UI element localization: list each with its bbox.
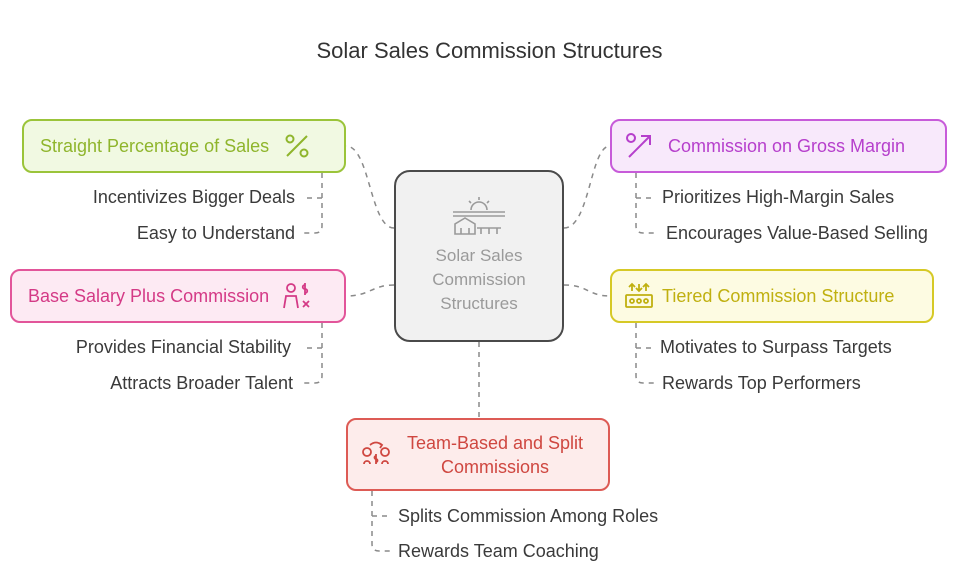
link-base	[345, 284, 395, 297]
tier-levels-icon	[624, 281, 654, 311]
person-money-icon	[281, 281, 313, 311]
link-gross	[563, 145, 611, 229]
sub-item: Attracts Broader Talent	[110, 373, 293, 393]
sub-item: Prioritizes High-Margin Sales	[662, 187, 895, 207]
solar-house-icon	[451, 196, 507, 244]
sub-item: Rewards Team Coaching	[398, 541, 599, 561]
link-tiered	[563, 284, 611, 297]
node-label: Team-Based and Split Commissions	[406, 432, 584, 477]
link-straight	[345, 145, 395, 229]
team-split-icon	[360, 440, 392, 470]
node-label: Commission on Gross Margin	[668, 135, 906, 156]
node-team-based: Team-Based and Split Commissions	[346, 418, 610, 491]
sub-item: Splits Commission Among Roles	[398, 506, 659, 526]
node-base-salary: Base Salary Plus Commission	[10, 269, 346, 323]
sub-item: Incentivizes Bigger Deals	[92, 187, 295, 207]
node-label: Straight Percentage of Sales	[40, 135, 270, 156]
node-label: Base Salary Plus Commission	[28, 285, 270, 306]
center-node: Solar Sales Commission Structures	[394, 170, 564, 342]
diagram-title: Solar Sales Commission Structures	[316, 38, 663, 63]
sub-item: Rewards Top Performers	[662, 373, 861, 393]
node-straight-percentage: Straight Percentage of Sales	[22, 119, 346, 173]
node-label: Tiered Commission Structure	[662, 285, 895, 306]
sub-item: Motivates to Surpass Targets	[660, 337, 892, 357]
center-label: Solar Sales Commission Structures	[432, 246, 526, 313]
percent-icon	[283, 132, 311, 160]
node-gross-margin: Commission on Gross Margin	[610, 119, 947, 173]
growth-arrow-icon	[624, 131, 654, 161]
node-tiered: Tiered Commission Structure	[610, 269, 934, 323]
sub-item: Easy to Understand	[136, 223, 295, 243]
sub-item: Provides Financial Stability	[75, 337, 291, 357]
sub-item: Encourages Value-Based Selling	[666, 223, 928, 243]
